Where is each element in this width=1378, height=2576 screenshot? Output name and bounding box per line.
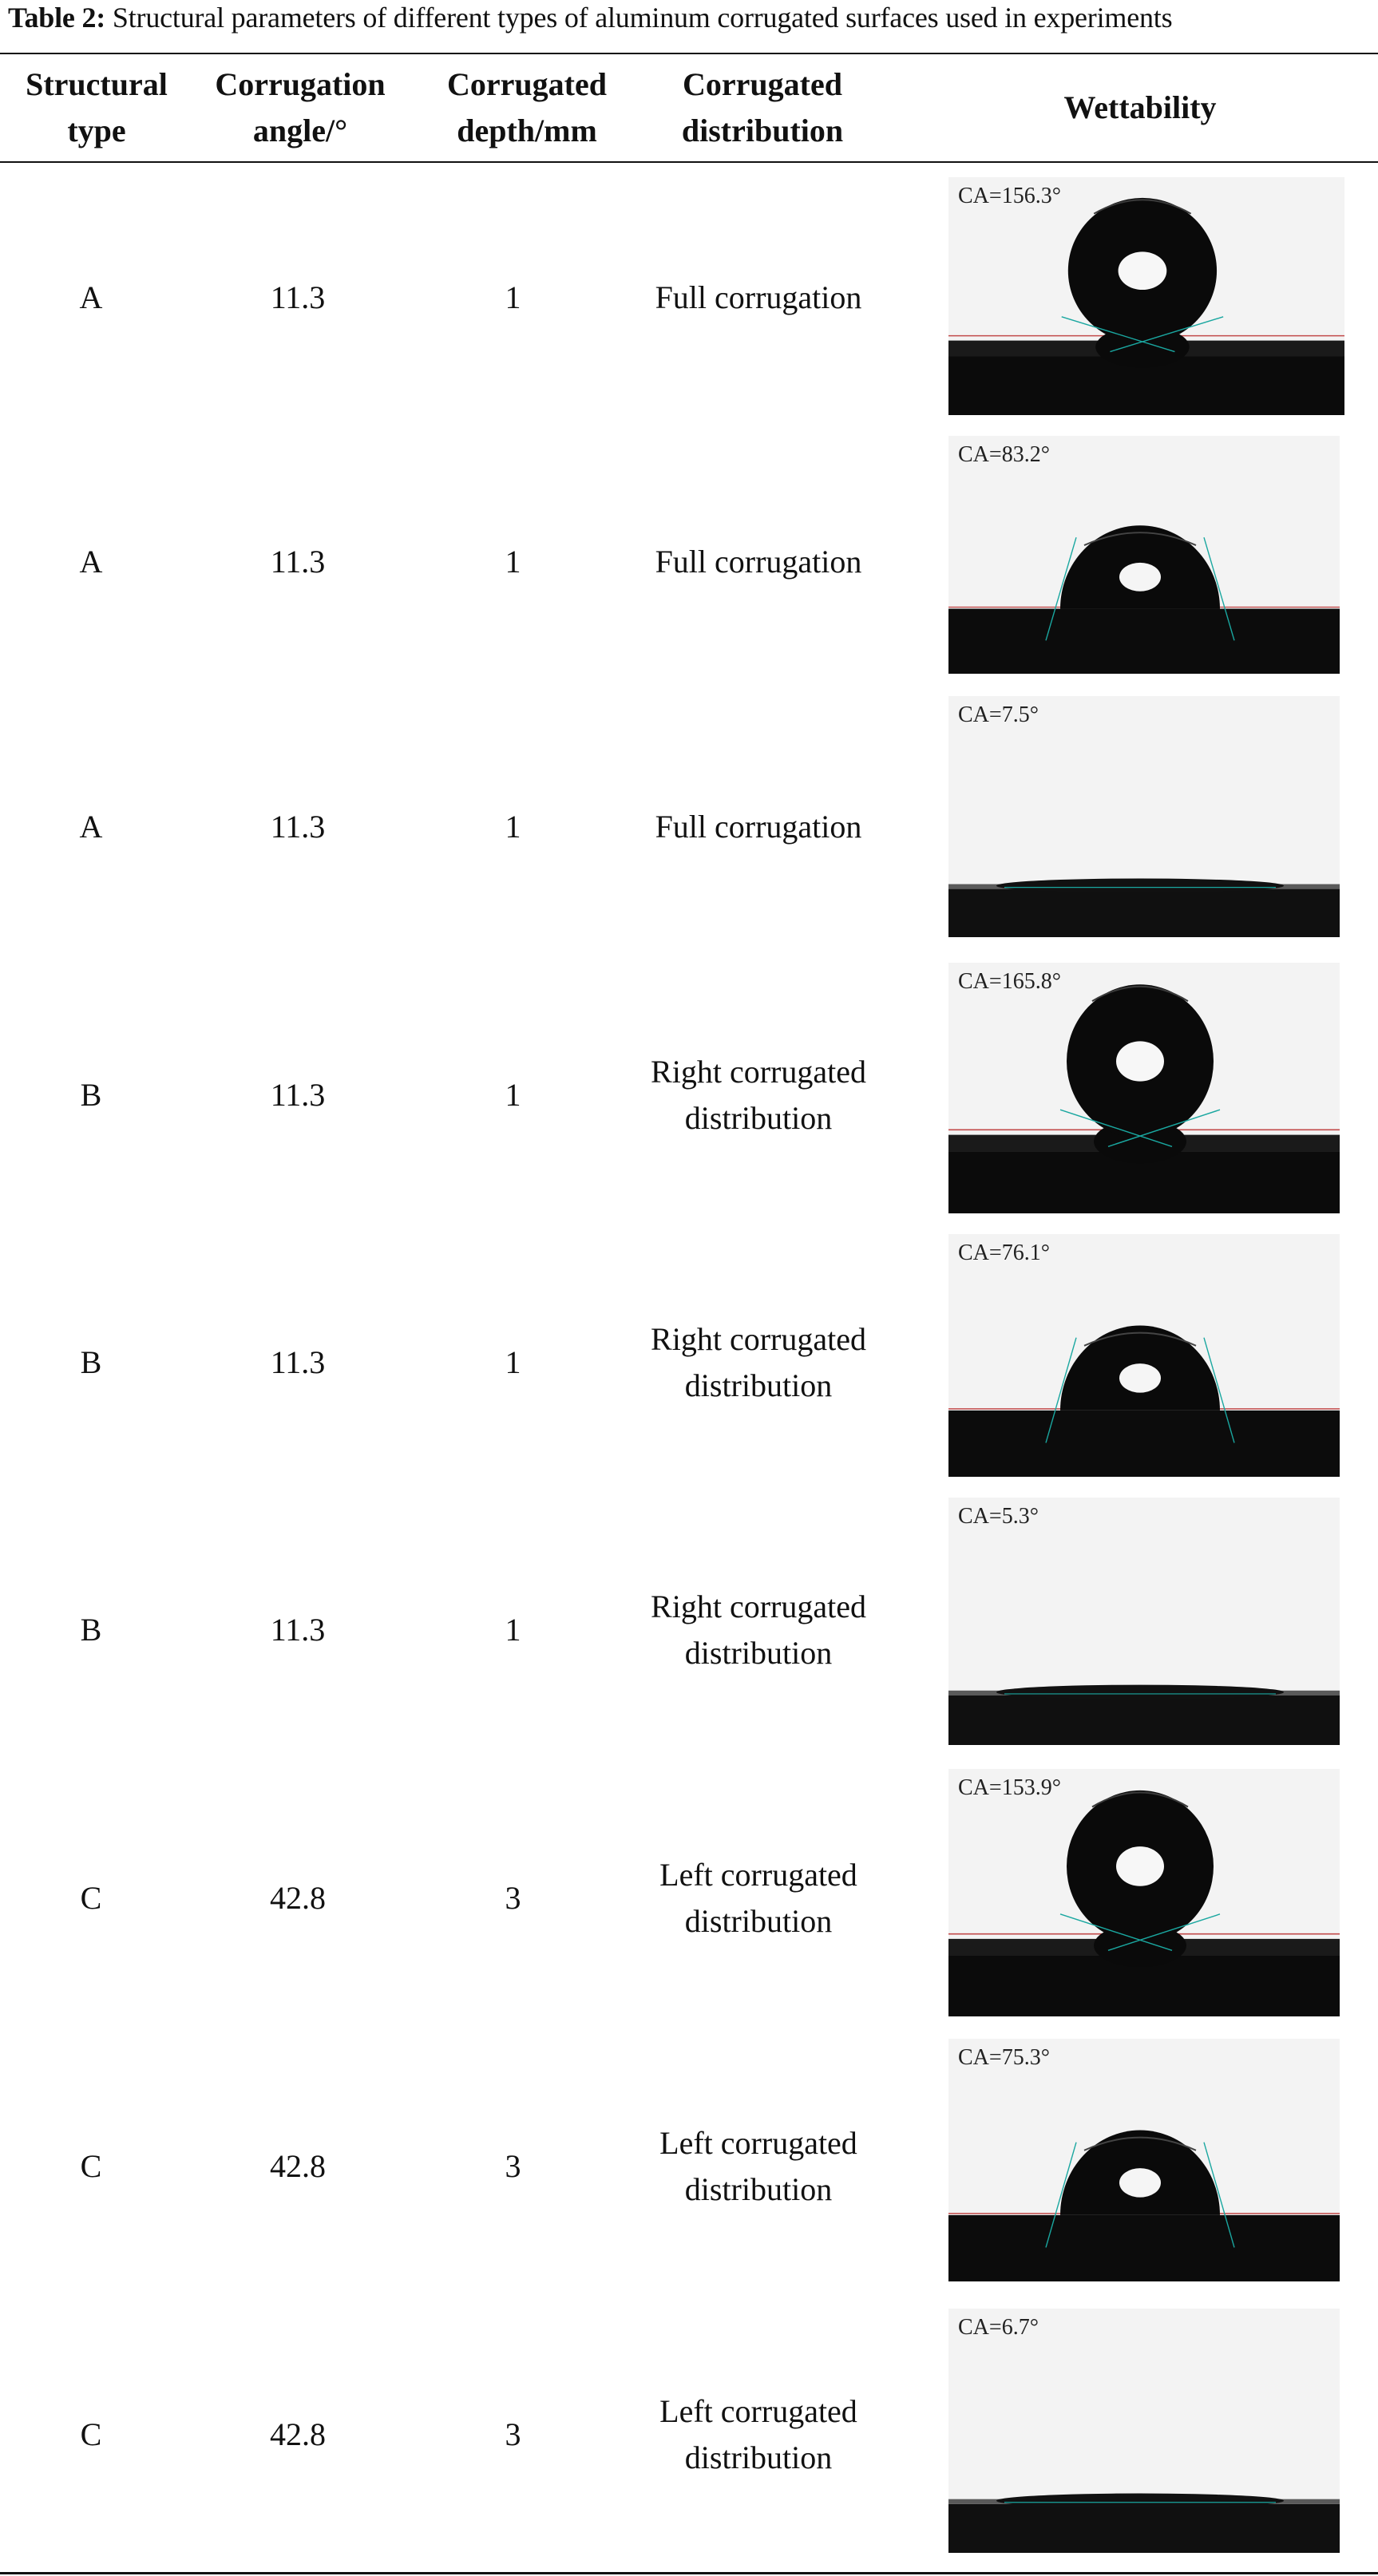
table-bottom-rule <box>0 2572 1378 2574</box>
table-row: B 11.3 1 Right corrugated distribution <box>0 1229 1378 1495</box>
header-corrugated-distribution: Corrugated distribution <box>681 66 844 148</box>
contact-angle-photo: CA=7.5° <box>948 696 1340 937</box>
cell-corrugated-depth: 3 <box>505 2416 521 2452</box>
header-structural-type: Structural type <box>26 66 168 148</box>
header-wettability: Wettability <box>1063 89 1217 125</box>
contact-angle-label: CA=6.7° <box>958 2315 1039 2340</box>
contact-angle-label: CA=165.8° <box>958 969 1061 994</box>
cell-structural-type: A <box>79 809 103 845</box>
cell-corrugated-distribution: Left corrugated distribution <box>659 2125 857 2207</box>
cell-corrugated-distribution: Right corrugated distribution <box>651 1588 866 1671</box>
cell-corrugated-depth: 1 <box>505 1077 521 1113</box>
cell-corrugation-angle: 11.3 <box>270 809 326 845</box>
contact-angle-photo: CA=83.2° <box>948 436 1340 674</box>
contact-angle-photo: CA=165.8° <box>948 963 1340 1213</box>
table-row: C 42.8 3 Left corrugated distribution <box>0 2301 1378 2569</box>
contact-angle-photo: CA=5.3° <box>948 1498 1340 1745</box>
table-row: A 11.3 1 Full corrugation <box>0 693 1378 961</box>
cell-corrugated-depth: 1 <box>505 809 521 845</box>
contact-angle-photo: CA=76.1° <box>948 1234 1340 1477</box>
table-header-rule <box>0 161 1378 163</box>
cell-structural-type: B <box>80 1077 102 1113</box>
cell-corrugated-distribution: Full corrugation <box>655 544 862 580</box>
cell-structural-type: C <box>80 1880 102 1916</box>
cell-corrugated-distribution: Right corrugated distribution <box>651 1320 866 1403</box>
cell-corrugation-angle: 11.3 <box>270 544 326 580</box>
table-header: Structural type Corrugation angle/° Corr… <box>0 54 1378 161</box>
contact-angle-label: CA=7.5° <box>958 702 1039 727</box>
table-row: A 11.3 1 Full corrugation <box>0 431 1378 693</box>
cell-structural-type: B <box>80 1611 102 1648</box>
cell-corrugated-depth: 3 <box>505 2148 521 2184</box>
cell-corrugation-angle: 11.3 <box>270 1343 326 1380</box>
cell-corrugation-angle: 11.3 <box>270 1611 326 1648</box>
cell-corrugation-angle: 42.8 <box>270 2416 326 2452</box>
cell-corrugated-distribution: Full corrugation <box>655 279 862 315</box>
contact-angle-label: CA=156.3° <box>958 184 1061 208</box>
cell-corrugated-distribution: Full corrugation <box>655 809 862 845</box>
cell-corrugation-angle: 42.8 <box>270 1880 326 1916</box>
contact-angle-label: CA=83.2° <box>958 442 1050 467</box>
contact-angle-photo: CA=75.3° <box>948 2039 1340 2281</box>
cell-corrugated-depth: 1 <box>505 1343 521 1380</box>
header-corrugation-angle: Corrugation angle/° <box>215 66 386 148</box>
contact-angle-photo: CA=6.7° <box>948 2309 1340 2553</box>
contact-angle-photo: CA=153.9° <box>948 1769 1340 2016</box>
cell-corrugated-distribution: Left corrugated distribution <box>659 1857 857 1939</box>
cell-corrugated-depth: 1 <box>505 1611 521 1648</box>
cell-corrugated-distribution: Left corrugated distribution <box>659 2393 857 2475</box>
table-row: B 11.3 1 Right corrugated distribution <box>0 1495 1378 1764</box>
contact-angle-label: CA=75.3° <box>958 2045 1050 2070</box>
table-top-rule <box>0 53 1378 54</box>
cell-corrugated-depth: 3 <box>505 1880 521 1916</box>
header-corrugated-depth: Corrugated depth/mm <box>447 66 607 148</box>
table-row: B 11.3 1 Right corrugated distribution <box>0 961 1378 1229</box>
table-row: A 11.3 1 Full corrugation <box>0 164 1378 431</box>
contact-angle-label: CA=5.3° <box>958 1504 1039 1529</box>
table-caption-text: Structural parameters of different types… <box>105 2 1173 34</box>
cell-structural-type: B <box>80 1343 102 1380</box>
contact-angle-photo: CA=156.3° <box>948 177 1344 415</box>
table-row: C 42.8 3 Left corrugated distribution <box>0 2032 1378 2301</box>
contact-angle-label: CA=76.1° <box>958 1241 1050 1265</box>
cell-corrugated-depth: 1 <box>505 544 521 580</box>
cell-structural-type: A <box>79 279 103 315</box>
cell-structural-type: C <box>80 2148 102 2184</box>
cell-corrugation-angle: 11.3 <box>270 279 326 315</box>
cell-structural-type: A <box>79 544 103 580</box>
table-caption: Table 2: Structural parameters of differ… <box>8 0 1378 35</box>
cell-corrugated-depth: 1 <box>505 279 521 315</box>
cell-corrugated-distribution: Right corrugated distribution <box>651 1054 866 1136</box>
table-caption-label: Table 2: <box>8 2 106 34</box>
table-row: C 42.8 3 Left corrugated distribution <box>0 1764 1378 2032</box>
contact-angle-label: CA=153.9° <box>958 1775 1061 1800</box>
cell-corrugation-angle: 11.3 <box>270 1077 326 1113</box>
cell-structural-type: C <box>80 2416 102 2452</box>
cell-corrugation-angle: 42.8 <box>270 2148 326 2184</box>
